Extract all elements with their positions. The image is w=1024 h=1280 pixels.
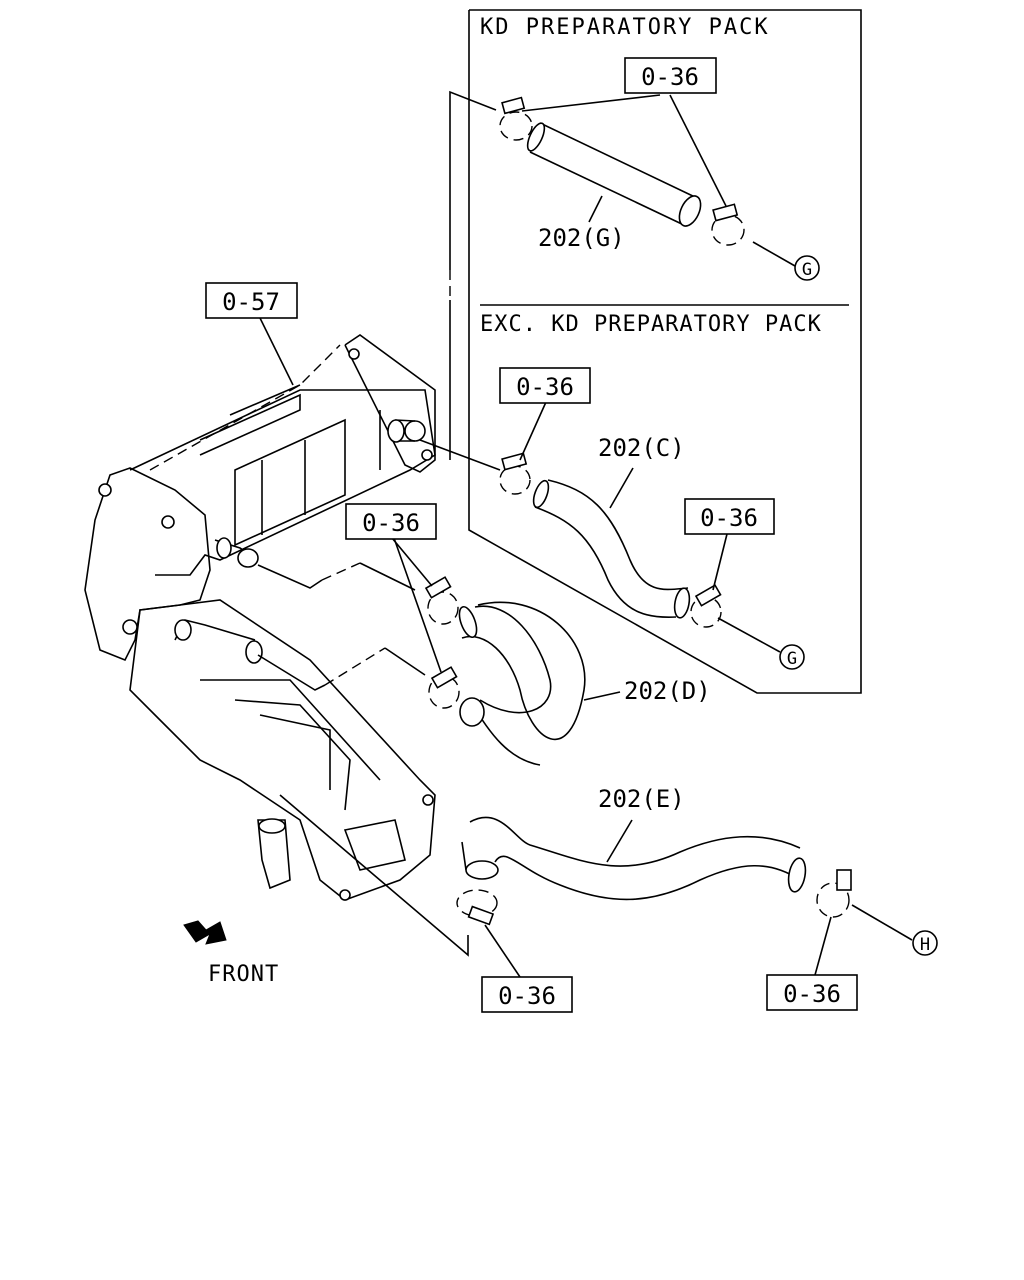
egr-cooler-manifold [84,467,259,662]
clamp-exc-left [419,439,531,495]
egr-cooler-upper [129,334,436,576]
hose-202e [461,816,807,901]
connector-g-bottom-label: G [787,649,797,669]
ref-box-036-bottom-left [481,976,573,1013]
clamp-202d-top [424,576,459,625]
clamp-kd-right [711,203,796,267]
ref-036-kd: 0-36 [641,63,699,91]
connector-g-top [794,255,820,281]
ref-box-036-mid [345,503,437,540]
kd-leader [449,90,497,460]
hose-202d [458,601,586,766]
ref-036-exc-right: 0-36 [700,504,758,532]
connector-h-label: H [920,935,930,955]
ref-057: 0-57 [222,288,280,316]
ref-box-036-bottom-right [766,974,858,1011]
connector-h [912,930,938,956]
part-202d: 202(D) [624,677,711,705]
ref-box-036-kd [624,57,717,94]
clamp-202e-left [456,889,498,926]
part-202c: 202(C) [598,434,685,462]
connector-g-top-label: G [802,260,812,280]
front-label: FRONT [208,962,279,987]
clamp-202e-right [816,869,913,941]
kd-section-title: KD PREPARATORY PACK [480,15,770,40]
ref-036-bottom-right: 0-36 [783,980,841,1008]
part-202g: 202(G) [538,224,625,252]
clamp-exc-right [690,584,781,653]
exc-section-title: EXC. KD PREPARATORY PACK [480,312,822,337]
clamp-kd-left [499,96,533,141]
connector-g-bottom [779,644,805,670]
hose-202c [532,479,691,619]
ref-036-mid: 0-36 [362,509,420,537]
clamp-202d-bottom [428,666,460,709]
ref-box-057 [205,282,298,319]
kd-pack-frame [468,9,862,694]
ref-036-exc-top: 0-36 [516,373,574,401]
egr-cooler-lower [129,599,436,901]
part-202e: 202(E) [598,785,685,813]
front-arrow-icon [183,920,227,945]
ref-box-036-exc-top [499,367,591,404]
hose-202g [526,122,702,227]
ref-036-bottom-left: 0-36 [498,982,556,1010]
ref-box-036-exc-right [684,498,775,535]
